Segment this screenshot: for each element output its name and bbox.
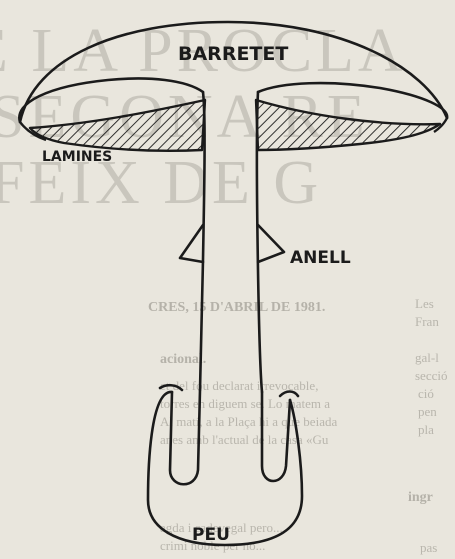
label-ring: ANELL	[290, 248, 351, 268]
label-gills: LAMINES	[42, 149, 112, 165]
stem-base-lip-left	[160, 385, 182, 390]
stem-base-inner-right	[262, 392, 290, 481]
gills-left	[30, 100, 205, 151]
ring-right	[258, 225, 284, 262]
stem-base-inner-left	[170, 390, 200, 484]
stem-base-lip-right	[280, 392, 298, 397]
ring-left	[180, 225, 203, 262]
label-cap: BARRETET	[178, 43, 288, 65]
label-stem: PEU	[192, 525, 230, 545]
cap-outline	[20, 22, 447, 122]
gills-right	[256, 100, 440, 150]
